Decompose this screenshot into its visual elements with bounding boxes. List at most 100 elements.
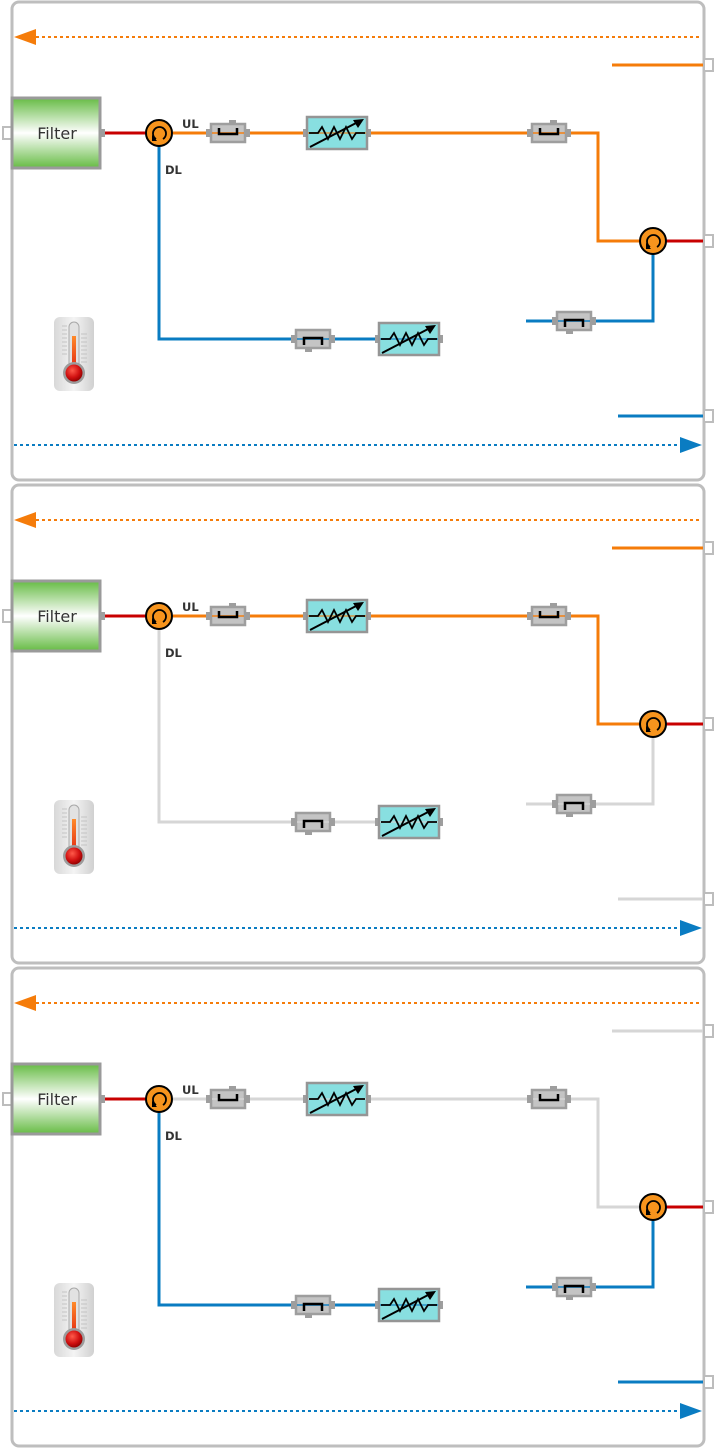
isolator-tab [550,120,557,125]
isolator-component[interactable] [527,120,571,144]
isolator-port-left [206,1095,211,1103]
downlink-direction-arrow-icon [680,437,702,453]
isolator-port-left [291,1301,296,1309]
circular-arrow-icon [152,609,167,623]
isolator-port-right [245,612,250,620]
isolator-port-left [291,335,296,343]
thermometer-icon [54,800,94,874]
uplink-label: UL [182,1083,199,1097]
isolator-bracket-icon [563,1284,585,1293]
thermometer-bulb [65,364,83,382]
adjust-arrow-shaft [309,121,359,148]
uplink-path [173,614,640,726]
mercury-column [72,819,76,855]
attenuator-port-right [366,612,371,620]
isolator-port-right [591,800,596,808]
circulator-body [639,710,667,738]
circular-arrow-icon [152,1092,167,1106]
downlink-label: DL [165,646,183,660]
uplink-output-port[interactable] [703,541,714,555]
isolator-port-left [552,317,557,325]
uplink-path [173,1097,640,1209]
thermometer-icon [54,317,94,391]
isolator-component[interactable] [206,1086,250,1110]
uplink-output-port[interactable] [703,58,714,72]
circular-arrow-icon [152,126,167,140]
adjust-arrow-shaft [309,604,359,631]
isolator-component[interactable] [291,328,335,352]
adjust-arrow-shaft [309,1087,359,1114]
circulator[interactable] [639,227,667,255]
circulator[interactable] [145,602,173,630]
downlink-label: DL [165,1129,183,1143]
variable-attenuator[interactable] [303,115,371,151]
isolator-component[interactable] [552,1276,596,1300]
circulator[interactable] [145,1085,173,1113]
filter-output-port [100,129,105,137]
circular-arrow-head [646,1209,651,1215]
downlink-input-port[interactable] [703,892,714,906]
adjust-arrow-head-icon [425,1291,436,1300]
isolator-component[interactable] [291,811,335,835]
circulator[interactable] [639,1193,667,1221]
circulator-body [145,602,173,630]
variable-attenuator[interactable] [375,1287,443,1323]
isolator-bracket-icon [302,819,324,828]
isolator-tab [566,329,573,334]
downlink-input-port[interactable] [703,1375,714,1389]
adjust-arrow-shaft [381,327,431,354]
isolator-component[interactable] [291,1294,335,1318]
isolator-component[interactable] [552,310,596,334]
uplink-label: UL [182,600,199,614]
filter-block[interactable]: Filter [10,579,105,653]
uplink-path [173,131,640,243]
antenna-port[interactable] [703,1200,714,1214]
filter-block[interactable]: Filter [10,96,105,170]
adjust-arrow-shaft [381,810,431,837]
filter-block[interactable]: Filter [10,1062,105,1136]
filter-label: Filter [37,1090,77,1109]
circular-arrow-head [152,135,157,141]
isolator-component[interactable] [206,603,250,627]
variable-attenuator[interactable] [303,598,371,634]
isolator-tab [229,603,236,608]
attenuator-port-left [303,129,308,137]
attenuator-port-left [303,612,308,620]
thermometer-bulb [65,847,83,865]
isolator-component[interactable] [206,120,250,144]
downlink-input-port[interactable] [703,409,714,423]
circulator[interactable] [639,710,667,738]
isolator-component[interactable] [527,603,571,627]
antenna-port[interactable] [703,717,714,731]
attenuator-port-right [438,818,443,826]
isolator-port-right [330,1301,335,1309]
variable-attenuator[interactable] [375,804,443,840]
filter-body [10,1062,102,1136]
uplink-output-port[interactable] [703,1024,714,1038]
attenuator-port-left [375,335,380,343]
adjust-arrow-head-icon [353,602,364,611]
isolator-component[interactable] [552,793,596,817]
mercury-column [72,336,76,372]
isolator-bracket-icon [217,611,239,619]
attenuator-port-left [375,818,380,826]
isolator-tab [566,812,573,817]
filter-output-port [100,1095,105,1103]
circulator-body [145,1085,173,1113]
isolator-tab [305,1313,312,1318]
variable-attenuator[interactable] [375,321,443,357]
filter-body [10,96,102,170]
circulator[interactable] [145,119,173,147]
antenna-port[interactable] [703,234,714,248]
circular-arrow-icon [646,1200,661,1214]
isolator-bracket-icon [538,611,560,619]
isolator-bracket-icon [302,1302,324,1311]
isolator-tab [229,1086,236,1091]
isolator-component[interactable] [527,1086,571,1110]
circular-arrow-icon [646,717,661,731]
thermometer-icon [54,1283,94,1357]
variable-attenuator[interactable] [303,1081,371,1117]
panel-2: Filter UL DL [2,483,714,965]
isolator-bracket-icon [563,801,585,810]
